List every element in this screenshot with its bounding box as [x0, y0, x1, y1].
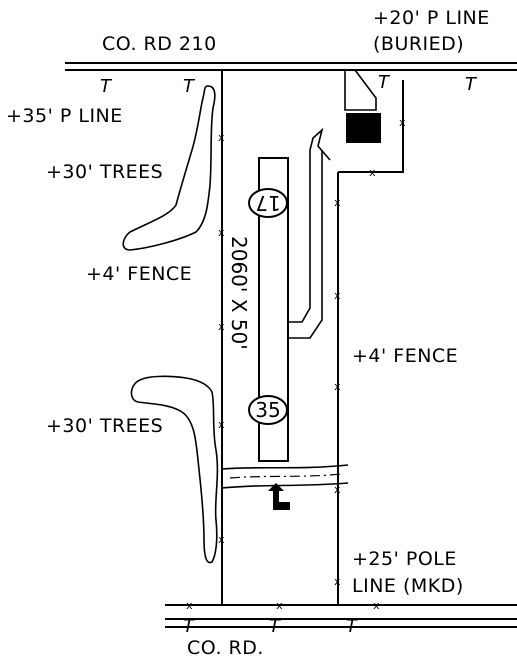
pline-left-label: +35' P LINE [6, 105, 123, 127]
taxiway-north-end [309, 127, 331, 161]
building [346, 113, 381, 143]
road-bottom-label: CO. RD. [187, 637, 264, 659]
fence-right-label: +4' FENCE [352, 345, 458, 367]
fence-marker: x [369, 166, 376, 179]
fence-marker: x [334, 575, 341, 588]
fence-marker: x [218, 226, 225, 239]
taxiway-west-edge [288, 150, 311, 323]
pline-top-label-1: +20' P LINE [373, 7, 490, 29]
crossing-road-centerline [229, 473, 343, 479]
fence-marker: x [218, 533, 225, 546]
trees-upper-outline [122, 85, 216, 251]
road-marker-top-1: T [100, 76, 113, 97]
trees-upper-label: +30' TREES [46, 161, 163, 183]
buried-pline [344, 69, 377, 111]
runway [258, 157, 289, 462]
fence-marker: x [334, 289, 341, 302]
runway-end-35-marker [248, 395, 288, 425]
road-marker-top-2: T [183, 76, 196, 97]
pole-line-label-2: LINE (MKD) [352, 575, 464, 597]
road-marker-top-3: T [378, 72, 391, 93]
road-marker-bottom-3: T [346, 616, 359, 637]
fence-marker: x [334, 196, 341, 209]
fence-marker: x [334, 380, 341, 393]
fence-marker: x [218, 418, 225, 431]
fence-marker: x [218, 320, 225, 333]
road-top-label: CO. RD 210 [102, 33, 217, 55]
road-marker-bottom-2: T [269, 616, 282, 637]
taxiway-east-edge [288, 150, 323, 339]
fence-marker: x [334, 483, 341, 496]
runway-end-17-marker [248, 188, 288, 218]
trees-lower-outline [130, 375, 219, 564]
crossing-road-north [221, 464, 349, 470]
crossing-road-south [221, 482, 349, 489]
runway-end-17-label: 17 [255, 191, 280, 215]
pole-line-label-1: +25' POLE [352, 548, 457, 570]
top-road [65, 62, 517, 71]
runway-end-35-label: 35 [255, 398, 280, 422]
fence-left-label: +4' FENCE [86, 263, 192, 285]
pline-top-label-2: (BURIED) [373, 33, 464, 55]
direction-arrow [268, 483, 290, 510]
fence-marker: x [218, 131, 225, 144]
road-marker-top-4: T [465, 74, 478, 95]
bottom-road [165, 604, 517, 628]
fence-marker: x [399, 116, 406, 129]
trees-lower-label: +30' TREES [46, 415, 163, 437]
road-marker-bottom-1: T [183, 616, 196, 637]
runway-dimensions-label: 2060' X 50' [227, 236, 251, 350]
right-fence-top [338, 80, 404, 173]
